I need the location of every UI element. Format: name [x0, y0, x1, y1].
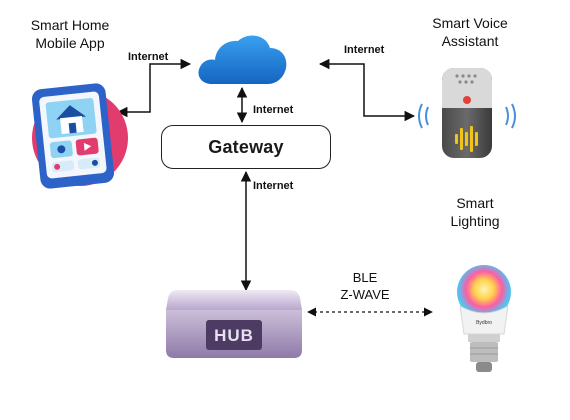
- hub-device-icon: HUB: [166, 290, 302, 358]
- mobile-app-label: Smart Home Mobile App: [30, 17, 110, 51]
- bulb-brand: Bydbro: [476, 320, 492, 326]
- smart-speaker-icon: [418, 68, 516, 158]
- edge-label-cloud-gateway: Internet: [253, 104, 294, 116]
- hub-label: HUB: [214, 326, 254, 345]
- edge-label-cloud-voice: Internet: [344, 44, 385, 56]
- gateway-node[interactable]: Gateway: [161, 125, 331, 169]
- edge-label-gateway-hub: Internet: [253, 180, 294, 192]
- edge-label-hub-bulb: BLE Z-WAVE: [340, 270, 390, 302]
- mobile-app-icon: [31, 83, 128, 189]
- smart-bulb-icon: Bydbro: [457, 265, 511, 372]
- smart-lighting-label: Smart Lighting: [450, 195, 500, 229]
- edge-label-app-cloud: Internet: [128, 51, 169, 63]
- edge-cloud-voice: [318, 58, 416, 122]
- voice-assistant-label: Smart Voice Assistant: [432, 15, 508, 49]
- edge-app-cloud: [116, 58, 192, 118]
- gateway-label: Gateway: [208, 136, 284, 157]
- cloud-icon: [198, 35, 287, 84]
